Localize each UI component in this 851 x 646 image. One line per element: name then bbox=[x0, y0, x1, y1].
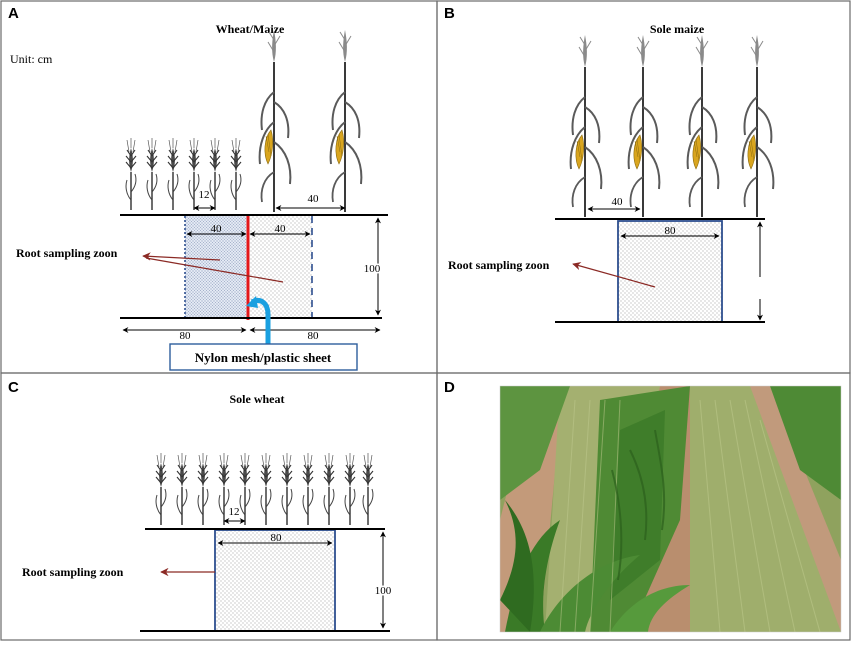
root-arrow-a1 bbox=[142, 252, 221, 261]
panel-b-letter: B bbox=[444, 5, 455, 22]
wheat-icon bbox=[362, 452, 374, 526]
panel-c: C Sole wheat 12 80 100 Root sampling zoo… bbox=[8, 379, 393, 632]
wheat-icon bbox=[230, 137, 242, 211]
wheat-icon bbox=[167, 137, 179, 211]
dim-80-right-label: 80 bbox=[308, 330, 320, 342]
dim-40-top-label: 40 bbox=[308, 193, 320, 205]
wheat-icon bbox=[218, 452, 230, 526]
callout-arrowhead-icon bbox=[246, 296, 258, 308]
dim-80-label-c: 80 bbox=[271, 532, 283, 544]
wheat-icon bbox=[155, 452, 167, 526]
panel-c-letter: C bbox=[8, 379, 19, 396]
maize-row-a bbox=[258, 29, 363, 213]
wheat-icon bbox=[197, 452, 209, 526]
dim-80-left-label: 80 bbox=[180, 330, 192, 342]
unit-label: Unit: cm bbox=[10, 52, 53, 66]
wheat-icon bbox=[146, 137, 158, 211]
panel-d-frame bbox=[436, 372, 851, 641]
dim-12-label: 12 bbox=[199, 189, 210, 201]
wheat-icon bbox=[344, 452, 356, 526]
wheat-icon bbox=[281, 452, 293, 526]
root-sampling-label-c: Root sampling zoon bbox=[22, 565, 124, 579]
sampling-zone-c bbox=[214, 529, 336, 632]
wheat-icon bbox=[260, 452, 272, 526]
panel-b-title: Sole maize bbox=[650, 22, 705, 36]
maize-icon bbox=[686, 34, 720, 218]
panel-c-title: Sole wheat bbox=[230, 392, 285, 406]
field-photo bbox=[499, 385, 842, 633]
wheat-icon bbox=[188, 137, 200, 211]
wheat-icon bbox=[125, 137, 137, 211]
panel-d-letter: D bbox=[444, 379, 455, 396]
panel-a: A Wheat/Maize Unit: cm 12 40 40 bbox=[8, 5, 388, 371]
wheat-row-a bbox=[125, 137, 242, 211]
dim-40-right-label: 40 bbox=[275, 223, 287, 235]
panel-a-letter: A bbox=[8, 5, 19, 22]
dim-40-left-label: 40 bbox=[211, 223, 223, 235]
wheat-row-c bbox=[155, 452, 374, 526]
maize-row-b bbox=[569, 34, 775, 218]
maize-icon bbox=[627, 34, 661, 218]
wheat-icon bbox=[176, 452, 188, 526]
maize-icon bbox=[258, 29, 292, 213]
panel-b: B Sole maize 40 80 Root sampling zoon bbox=[444, 5, 775, 323]
dim-100-label-c: 100 bbox=[375, 585, 392, 597]
wheat-icon bbox=[323, 452, 335, 526]
root-sampling-label-b: Root sampling zoon bbox=[448, 258, 550, 272]
wheat-icon bbox=[302, 452, 314, 526]
panel-d: D bbox=[444, 379, 842, 633]
root-arrow-a2 bbox=[145, 257, 284, 283]
dim-40-label-b: 40 bbox=[612, 196, 624, 208]
callout-text: Nylon mesh/plastic sheet bbox=[195, 350, 332, 365]
wheat-icon bbox=[209, 137, 221, 211]
maize-icon bbox=[569, 34, 603, 218]
root-sampling-label-a: Root sampling zoon bbox=[16, 246, 118, 260]
maize-icon bbox=[741, 34, 775, 218]
maize-icon bbox=[329, 29, 363, 213]
panel-a-title: Wheat/Maize bbox=[216, 22, 285, 36]
dim-12-label-c: 12 bbox=[229, 506, 240, 518]
dim-80-label-b: 80 bbox=[665, 225, 677, 237]
root-arrow-b bbox=[572, 261, 656, 288]
wheat-icon bbox=[239, 452, 251, 526]
dim-100-label: 100 bbox=[364, 263, 381, 275]
callout-box bbox=[169, 343, 358, 371]
